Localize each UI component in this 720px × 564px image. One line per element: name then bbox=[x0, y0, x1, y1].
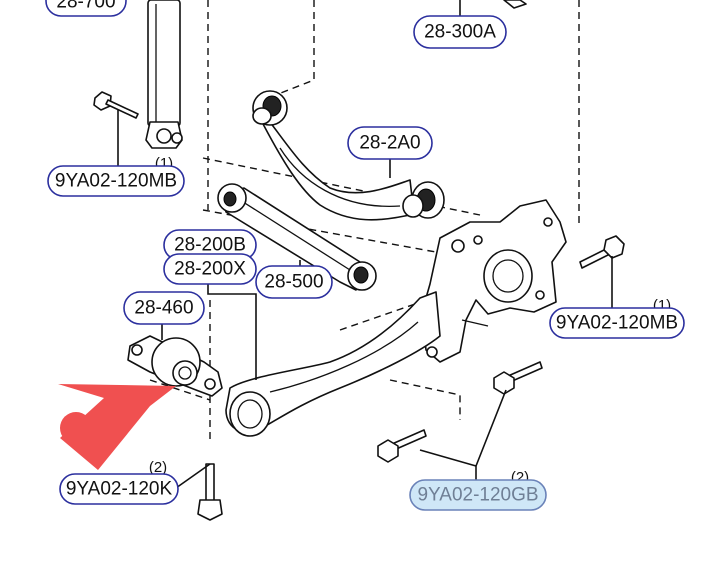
shock-absorber bbox=[145, 0, 183, 149]
svg-text:9YA02-120MB: 9YA02-120MB bbox=[55, 171, 177, 192]
svg-text:28-200X: 28-200X bbox=[174, 259, 246, 280]
leader-lines bbox=[161, 0, 461, 489]
trailing-arm bbox=[225, 291, 441, 437]
label-lower-link[interactable]: 28-500 bbox=[255, 265, 333, 299]
svg-text:9YA02-120K: 9YA02-120K bbox=[66, 479, 173, 500]
label-bushing-x[interactable]: 28-200X bbox=[163, 253, 257, 285]
lower-bolts-icon bbox=[377, 361, 543, 480]
knuckle-bolt-icon bbox=[579, 235, 625, 310]
upper-control-arm bbox=[252, 90, 445, 221]
label-lower-bolts[interactable]: (2) 9YA02-120GB bbox=[409, 469, 547, 511]
label-bushing-b[interactable]: 28-200B bbox=[163, 229, 257, 261]
label-bushing-460[interactable]: 28-460 bbox=[123, 291, 205, 325]
label-bracket-top[interactable]: 28-300A bbox=[413, 15, 507, 49]
label-knuckle-bolt[interactable]: (1) 9YA02-120MB bbox=[549, 297, 685, 339]
red-arrow-icon bbox=[58, 384, 176, 470]
label-upper-arm[interactable]: 28-2A0 bbox=[347, 126, 433, 160]
shock-bolt-icon bbox=[93, 91, 139, 168]
svg-text:(2): (2) bbox=[149, 459, 167, 476]
lower-link bbox=[217, 183, 377, 291]
svg-text:9YA02-120GB: 9YA02-120GB bbox=[417, 485, 538, 506]
svg-text:28-2A0: 28-2A0 bbox=[359, 133, 420, 154]
bracket-top-icon bbox=[503, 0, 527, 9]
svg-text:28-200B: 28-200B bbox=[174, 235, 246, 256]
trailing-bolt-icon bbox=[197, 463, 223, 521]
knuckle-hub-carrier bbox=[421, 199, 567, 363]
svg-text:9YA02-120MB: 9YA02-120MB bbox=[556, 313, 678, 334]
label-shock-top[interactable]: 28-700 bbox=[45, 0, 127, 17]
svg-text:28-460: 28-460 bbox=[134, 298, 193, 319]
svg-text:28-500: 28-500 bbox=[264, 272, 323, 293]
bushing-bracket bbox=[127, 335, 223, 397]
label-trailing-bolt[interactable]: (2) 9YA02-120K bbox=[59, 459, 179, 505]
svg-text:28-300A: 28-300A bbox=[424, 22, 496, 43]
svg-text:28-700: 28-700 bbox=[56, 0, 115, 13]
label-shock-bolt[interactable]: (1) 9YA02-120MB bbox=[47, 155, 185, 197]
